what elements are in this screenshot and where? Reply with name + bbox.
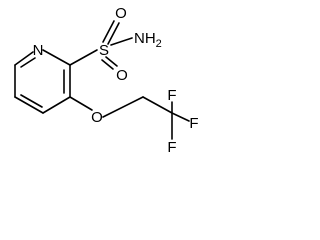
bond-s-n: [110, 37, 133, 46]
double-bond-c6-n-inner: [20, 57, 36, 68]
sulfonyl-oxygen-bottom-label: O: [116, 67, 128, 84]
amine-nh: NH: [134, 30, 156, 47]
amine-label: NH2: [134, 30, 162, 50]
fluorine-top-label: F: [167, 87, 176, 104]
bond-s-o-top-a: [102, 20, 115, 43]
fluorine-bottom-label: F: [167, 139, 176, 156]
sulfur-label: S: [99, 42, 109, 59]
bond-c3-c4: [42, 96, 71, 114]
ring-nitrogen-label: N: [33, 42, 44, 59]
ether-oxygen-label: O: [91, 109, 103, 126]
bond-o-ch2: [102, 96, 144, 118]
bond-ch2-cf3: [142, 96, 173, 114]
sulfonyl-oxygen-top-label: O: [115, 5, 127, 22]
bond-c3-o: [69, 96, 93, 111]
structure-svg: N S O O NH2 O F F F: [14, 5, 199, 156]
bond-c-f-right: [171, 112, 190, 122]
double-bond-c4-c5-inner: [20, 94, 43, 108]
bond-s-o-bottom-a: [105, 56, 118, 67]
bond-c6-n: [14, 51, 34, 66]
amine-subscript: 2: [156, 38, 162, 50]
chemical-structure-diagram: N S O O NH2 O F F F: [0, 0, 220, 172]
bond-s-o-bottom-b: [101, 59, 114, 70]
bond-s-o-top-b: [107, 22, 120, 45]
bond-c4-c5: [14, 96, 44, 114]
bond-c2-s: [69, 49, 98, 66]
bond-n-c2: [42, 49, 71, 66]
fluorine-right-label: F: [189, 115, 198, 132]
